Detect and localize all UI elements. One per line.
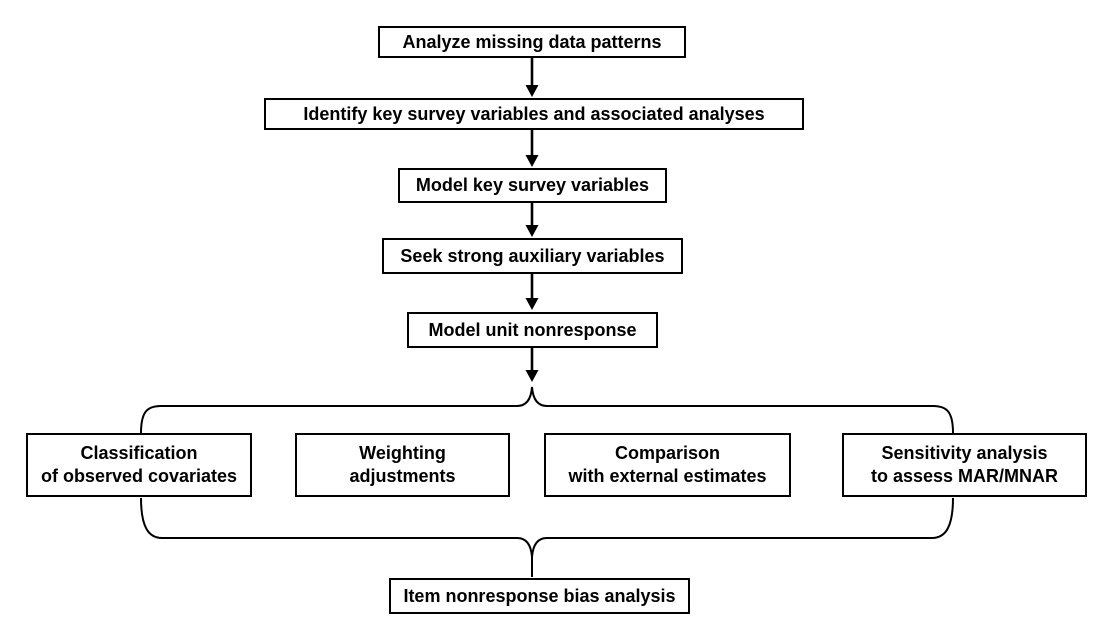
flow-box-analyze-missing-data-patterns: Analyze missing data patterns — [378, 26, 686, 58]
branch-box-line2: to assess MAR/MNAR — [870, 466, 1059, 486]
flow-box-model-unit-nonresponse: Model unit nonresponse — [407, 312, 658, 348]
flow-box-seek-strong-auxiliary-variables: Seek strong auxiliary variables — [382, 238, 683, 274]
flow-box-model-key-survey-variables: Model key survey variables — [398, 168, 667, 203]
down-arrow-2 — [525, 130, 539, 167]
branch-box-line1: Sensitivity analysis — [881, 443, 1048, 463]
flow-box-label: Model key survey variables — [415, 175, 650, 195]
branch-box-comparison-with-external-estimates: Comparison with external estimates — [544, 433, 791, 497]
branch-box-line2: of observed covariates — [40, 466, 238, 486]
flow-box-identify-key-survey-variables: Identify key survey variables and associ… — [264, 98, 804, 130]
merge-brace — [140, 497, 954, 577]
flow-box-label: Identify key survey variables and associ… — [303, 103, 765, 124]
final-box-label: Item nonresponse bias analysis — [403, 585, 676, 606]
final-box-item-nonresponse-bias-analysis: Item nonresponse bias analysis — [389, 578, 690, 614]
split-brace — [140, 386, 954, 434]
branch-box-classification-of-observed-covariates: Classification of observed covariates — [26, 433, 252, 497]
down-arrow-4 — [525, 274, 539, 310]
branch-box-sensitivity-analysis-mar-mnar: Sensitivity analysis to assess MAR/MNAR — [842, 433, 1087, 497]
branch-box-weighting-adjustments: Weighting adjustments — [295, 433, 510, 497]
flow-box-label: Seek strong auxiliary variables — [400, 245, 665, 266]
down-arrow-5 — [525, 348, 539, 382]
branch-box-line1: Classification — [80, 443, 198, 463]
branch-box-line1: Weighting — [359, 443, 446, 463]
branch-box-line2: with external estimates — [568, 466, 767, 486]
branch-box-line2: adjustments — [349, 466, 456, 486]
flow-box-label: Analyze missing data patterns — [402, 31, 662, 52]
down-arrow-1 — [525, 58, 539, 97]
flow-box-label: Model unit nonresponse — [428, 319, 637, 340]
branch-box-line1: Comparison — [614, 443, 720, 463]
down-arrow-3 — [525, 203, 539, 237]
